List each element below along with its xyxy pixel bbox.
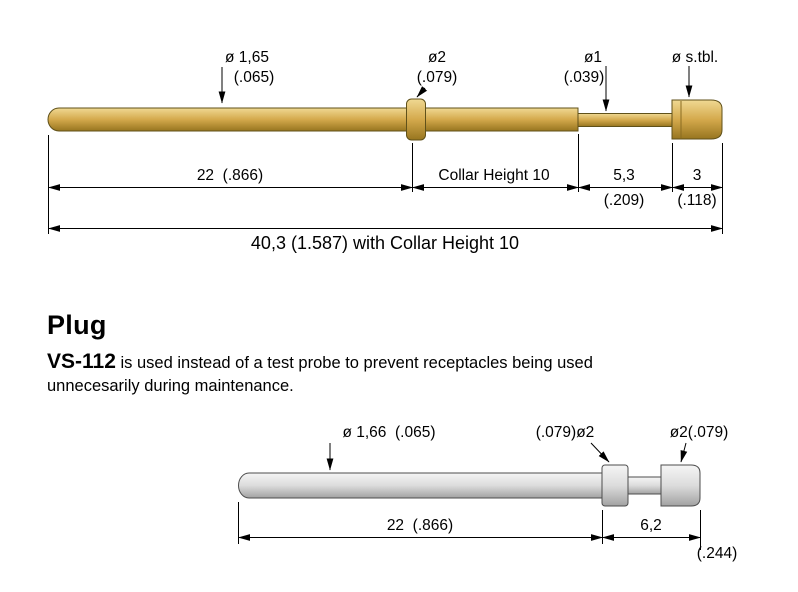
dia-collar-label: ø2 — [428, 49, 446, 66]
probe-body — [47, 98, 723, 141]
plug-description-block: Plug VS-112 is used instead of a test pr… — [47, 310, 747, 398]
dia-plunger-label: ø1 — [584, 49, 602, 66]
tip-length-inch-dim: (.118) — [677, 192, 716, 209]
barrel-length-dim: 22 (.866) — [387, 517, 453, 534]
model-number: VS-112 — [47, 350, 116, 373]
probe-plunger — [577, 113, 675, 127]
end-length-dim: 6,2 — [640, 517, 662, 534]
plug-barrel — [238, 472, 603, 499]
probe-extension-lines — [48, 134, 723, 234]
plug-heading: Plug — [47, 310, 107, 340]
tip-length-dim: 3 — [693, 167, 702, 184]
probe-leader-lines — [218, 66, 693, 112]
dia-barrel-inch-label: (.065) — [234, 69, 275, 86]
plug-description: VS-112 is used instead of a test probe t… — [47, 350, 747, 398]
end-length-inch-dim: (.244) — [697, 545, 738, 562]
probe-collar — [406, 98, 426, 141]
dia-collar-left-label: (.079)ø2 — [536, 424, 595, 441]
probe-tip-head — [671, 99, 723, 140]
plug-neck — [627, 476, 662, 495]
collar-height-dim: Collar Height 10 — [438, 167, 550, 184]
plunger-length-dim: 5,3 — [613, 167, 635, 184]
plug-collar-right — [660, 464, 701, 507]
overall-length-dim: 40,3 (1.587) with Collar Height 10 — [251, 233, 519, 253]
probe-dimension-lines — [48, 184, 723, 232]
leader-dia-collar-left — [590, 442, 610, 463]
description-line2: unnecesarily during maintenance. — [47, 377, 294, 395]
dia-tip-label: ø s.tbl. — [672, 49, 719, 66]
dia-barrel-label: ø 1,66 (.065) — [342, 424, 435, 441]
dia-barrel-label: ø 1,65 — [225, 49, 269, 66]
dia-collar-right-label: ø2(.079) — [670, 424, 729, 441]
probe-barrel — [47, 107, 579, 132]
probe-technical-drawing: ø 1,65 (.065) ø2 (.079) ø1 (.039) ø s.tb… — [47, 49, 723, 253]
leader-dia-collar — [416, 86, 428, 98]
plug-extension-lines — [238, 502, 701, 550]
plunger-length-inch-dim: (.209) — [604, 192, 645, 209]
plug-body — [238, 464, 701, 507]
plug-leader-lines — [326, 442, 688, 471]
plug-technical-drawing: ø 1,66 (.065) (.079)ø2 ø2(.079) 22 (.866… — [238, 424, 738, 562]
barrel-length-dim: 22 (.866) — [197, 167, 263, 184]
leader-dia-collar-right — [680, 442, 688, 463]
description-line1: is used instead of a test probe to preve… — [120, 354, 593, 372]
plug-collar-left — [601, 464, 629, 507]
dia-plunger-inch-label: (.039) — [564, 69, 605, 86]
dia-collar-inch-label: (.079) — [417, 69, 458, 86]
